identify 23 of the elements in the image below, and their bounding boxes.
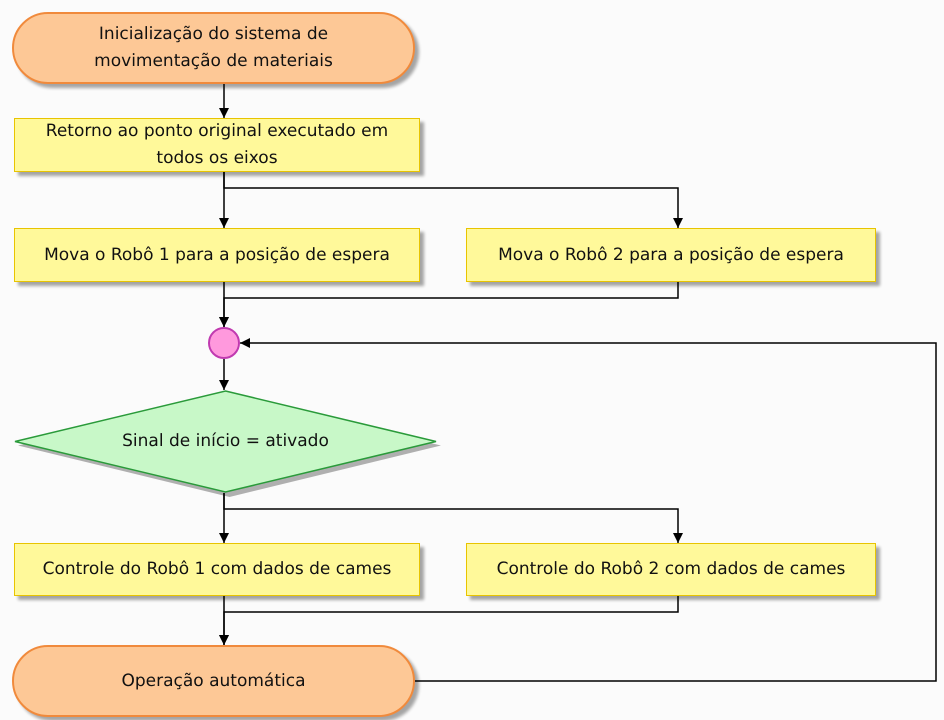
process-box	[466, 543, 876, 596]
node-text: Sinal de início = ativado	[122, 430, 329, 453]
node-text: Mova o Robô 1 para a posição de espera	[44, 244, 390, 266]
terminal-shape	[12, 12, 415, 84]
node-text: Inicialização do sistema de movimentação de materiais	[93, 23, 334, 73]
connector-circle	[208, 327, 240, 359]
process-box	[14, 543, 420, 596]
node-text: Operação automática	[122, 670, 306, 692]
arrow	[223, 172, 683, 228]
node-text: Controle do Robô 1 com dados de cames	[42, 558, 392, 581]
process-box	[466, 228, 876, 282]
process-box	[14, 228, 420, 282]
node-text: Controle do Robô 2 com dados de cames	[496, 558, 846, 581]
arrow	[219, 282, 679, 327]
arrow	[219, 359, 229, 390]
arrow	[219, 596, 679, 645]
terminal-shape	[12, 645, 415, 717]
node-text: Retorno ao ponto original executado em todos os eixos	[44, 120, 390, 170]
arrow	[240, 338, 937, 682]
arrow	[219, 84, 229, 118]
arrow	[223, 493, 683, 543]
process-box	[14, 118, 420, 172]
node-text: Mova o Robô 2 para a posição de espera	[498, 244, 844, 266]
